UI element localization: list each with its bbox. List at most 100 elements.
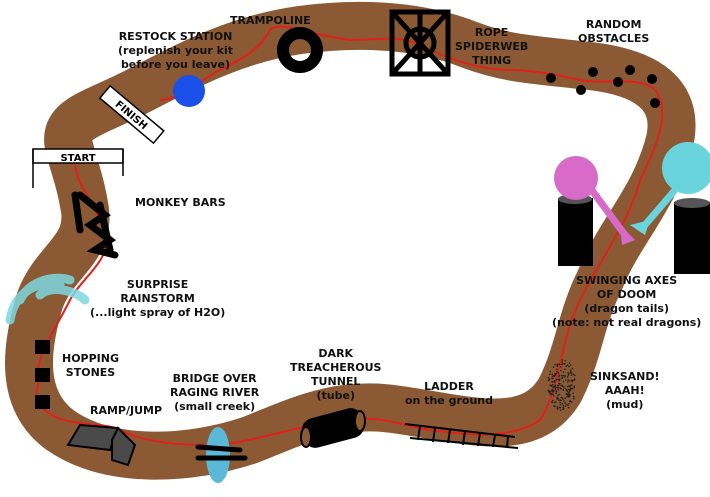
- sand-speck: [558, 363, 561, 366]
- sand-speck: [557, 389, 560, 391]
- sand-speck: [569, 393, 571, 396]
- sand-speck: [551, 380, 553, 383]
- sand-speck: [550, 384, 553, 387]
- sand-speck: [564, 387, 566, 390]
- sand-speck: [554, 388, 557, 390]
- label-line: OF DOOM: [596, 288, 657, 301]
- sand-speck: [570, 374, 573, 376]
- sand-speck: [567, 381, 569, 383]
- label-line: RESTOCK STATION: [118, 30, 233, 43]
- bridge-icon: [195, 427, 248, 483]
- sand-speck: [566, 385, 569, 388]
- sand-speck: [549, 393, 551, 395]
- label-monkey-bars: MONKEY BARS: [135, 196, 226, 210]
- sand-speck: [562, 371, 565, 373]
- label-line: SURPRISE: [126, 278, 189, 291]
- sand-speck: [568, 365, 570, 368]
- sand-speck: [561, 376, 564, 379]
- label-line: TREACHEROUS: [290, 361, 382, 374]
- start-banner: START: [32, 148, 124, 188]
- sand-speck: [566, 364, 569, 366]
- label-line: AAAH!: [604, 384, 645, 397]
- label-line: RANDOM: [585, 18, 642, 31]
- label-line: MONKEY BARS: [135, 196, 226, 209]
- sand-speck: [564, 374, 566, 377]
- sand-speck: [570, 370, 572, 373]
- monkey-bars-icon: [71, 191, 119, 259]
- sand-speck: [558, 382, 560, 385]
- sand-speck: [562, 404, 565, 407]
- label-line: BRIDGE OVER: [172, 372, 257, 385]
- label-line: SPIDERWEB: [455, 40, 529, 53]
- label-line: STONES: [65, 366, 116, 379]
- sand-speck: [557, 378, 560, 381]
- label-line: SINKSAND!: [590, 370, 660, 383]
- sand-speck: [569, 389, 571, 391]
- sand-speck: [570, 401, 573, 403]
- sand-speck: [572, 373, 575, 376]
- label-line: (dragon tails): [584, 302, 669, 315]
- sand-speck: [557, 372, 560, 374]
- sand-speck: [571, 380, 574, 383]
- restock-station-marker: [173, 75, 205, 107]
- sand-speck: [567, 378, 569, 381]
- sand-speck: [554, 401, 557, 403]
- sand-speck: [554, 372, 556, 375]
- sand-speck: [551, 377, 553, 380]
- label-line: SWINGING AXES: [576, 274, 678, 287]
- sand-speck: [558, 374, 561, 377]
- sand-speck: [562, 374, 565, 377]
- sand-speck: [555, 390, 557, 392]
- sand-speck: [564, 368, 566, 371]
- sand-speck: [567, 371, 569, 374]
- sand-speck: [556, 370, 558, 373]
- sand-speck: [559, 402, 561, 404]
- sand-speck: [558, 393, 561, 396]
- running-route: [35, 25, 664, 447]
- sand-speck: [564, 402, 566, 404]
- sand-speck: [554, 363, 556, 366]
- sand-speck: [569, 387, 572, 390]
- sand-speck: [552, 366, 555, 369]
- sand-speck: [551, 399, 554, 402]
- sand-speck: [547, 379, 550, 382]
- label-line: LADDER: [424, 380, 474, 393]
- sand-speck: [551, 388, 554, 391]
- sand-speck: [564, 360, 566, 362]
- sand-speck: [568, 385, 570, 387]
- sand-speck: [548, 391, 551, 394]
- label-line: (tube): [316, 389, 355, 402]
- sand-speck: [569, 369, 572, 371]
- sand-speck: [565, 403, 568, 406]
- sand-speck: [553, 401, 556, 404]
- sand-speck: [558, 399, 561, 402]
- sand-speck: [554, 387, 556, 389]
- sand-speck: [561, 385, 564, 388]
- sand-speck: [572, 392, 574, 395]
- sand-speck: [560, 374, 563, 377]
- label-line: (small creek): [174, 400, 256, 413]
- ladder-icon: [404, 423, 519, 449]
- sand-speck: [551, 373, 554, 375]
- sand-speck: [557, 408, 559, 410]
- label-line: TUNNEL: [311, 375, 361, 388]
- sand-speck: [553, 379, 556, 382]
- sand-speck: [573, 374, 576, 377]
- label-line: (note: not real dragons): [552, 316, 702, 329]
- spiderweb-icon: [389, 9, 451, 77]
- sand-speck: [562, 380, 565, 383]
- label-line: (...light spray of H2O): [90, 306, 226, 319]
- sand-speck: [557, 386, 559, 389]
- label-sinksand: SINKSAND!AAAH!(mud): [590, 370, 660, 412]
- sand-speck: [560, 384, 562, 387]
- sand-speck: [549, 370, 552, 373]
- trampoline-icon: [277, 27, 323, 73]
- sand-speck: [569, 400, 571, 402]
- sand-speck: [556, 368, 558, 371]
- sand-speck: [572, 395, 575, 398]
